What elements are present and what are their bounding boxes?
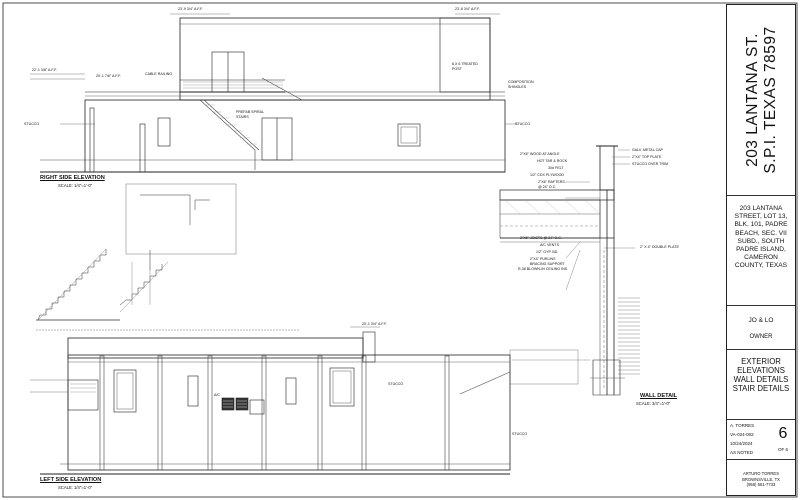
title-block: 203 LANTANA ST. S.P.I. TEXAS 78597 203 L… <box>726 4 796 496</box>
stucco-over-trim-label: STUCCO OVER TRIM <box>632 162 669 166</box>
right-elevation-scale: SCALE: 1/4"=1'-0" <box>58 183 93 188</box>
wall-detail-drawing <box>499 145 640 396</box>
sheet-number: 6 <box>778 425 788 442</box>
wood-angle-label: 2"X6" WOOD AT ANGLE <box>520 152 560 156</box>
plywood-label: 1/2" CDX PLYWOOD <box>530 173 564 177</box>
project-address: 203 LANTANA ST. S.P.I. TEXAS 78597 <box>733 11 791 189</box>
firm-phone: (956) 561-7733 <box>746 482 776 488</box>
insulation-label: R-38 BLOWN-IN CEILING INS. <box>518 267 569 271</box>
stucco-label-1: STUCCO <box>24 122 40 126</box>
sheet-of: OF 6 <box>777 447 788 452</box>
purlins-label: 2"X4" PURLINS BRACING SUPPORT <box>530 257 565 266</box>
stucco-label-2: STUCCO <box>515 122 531 126</box>
ac-label: A/C <box>214 393 220 397</box>
legal-description: 203 LANTANA STREET, LOT 13, BLK. 101, PA… <box>734 205 788 270</box>
left-elevation-title: LEFT SIDE ELEVATION <box>40 477 102 483</box>
wall-detail-title: WALL DETAIL <box>640 393 678 399</box>
right-elevation-title: RIGHT SIDE ELEVATION <box>40 175 105 181</box>
rafters-label: 2"X6" RAFTERS @ 24" O.C. <box>538 180 565 189</box>
ac-vents-label: A/C VENTS <box>540 243 559 247</box>
drawn-by: A. TORRES <box>730 423 755 428</box>
left-elevation-scale: SCALE: 1/4"=1'-0" <box>58 485 93 490</box>
firm-city: BROWNSVILLE, TX <box>742 476 780 482</box>
address-line-1: 203 LANTANA ST. <box>744 33 761 167</box>
address-line-2: S.P.I. TEXAS 78597 <box>762 26 779 174</box>
issue-date: 10/24/2024 <box>730 441 753 446</box>
composition-shingles-label: COMPOSITION SHINGLES <box>508 80 534 89</box>
owner-label: OWNER <box>749 334 773 340</box>
hot-tar-label: HOT TAR & ROCK <box>537 159 568 163</box>
firm-name: ARTURO TORRES <box>742 471 780 476</box>
treated-post-label: 6 X 6 TREATED POST <box>452 62 478 71</box>
drawing-scale: AS NOTED <box>730 450 754 455</box>
dim-low-right: 20'-1 3/4" A.F.F. <box>362 322 387 326</box>
left-elevation-drawing <box>30 326 511 475</box>
top-plate-label: 2"X4" TOP PLATE <box>632 155 662 159</box>
owner-block: JO & LO OWNER <box>729 317 793 340</box>
owner-name: JO & LO <box>748 317 774 324</box>
joists-label: 2"X6" JOISTS @ 24" O.C. <box>520 236 562 240</box>
cable-railing-label: CABLE RAILING <box>145 72 173 76</box>
right-elevation-drawing <box>30 13 518 173</box>
wall-detail-scale: SCALE: 3/4"=1'-0" <box>636 401 671 406</box>
stair-details-drawing <box>36 183 300 331</box>
dim-top-left: 23'-9 3/4" A.F.F. <box>178 7 203 11</box>
galv-cap-label: GALV. METAL CAP <box>632 148 663 152</box>
prefab-spiral-label: PREFAB SPIRAL STAIRS <box>236 110 264 119</box>
double-plate-label: 2" X 4" DOUBLE PLATE <box>640 245 679 249</box>
gyp-label: 1/2" GYP. BD. <box>536 250 559 254</box>
dim-mid-left2: 20'-1 7/8" A.F.F. <box>96 74 121 78</box>
stucco-label-3: STUCCO <box>388 382 404 386</box>
stucco-label-4: STUCCO <box>512 432 528 436</box>
felt-label: 30# FELT <box>548 166 564 170</box>
job-number: VA-024-002 <box>730 432 754 437</box>
sheet-title: EXTERIOR ELEVATIONS WALL DETAILS STAIR D… <box>732 357 790 393</box>
firm-block: ARTURO TORRES BROWNSVILLE, TX (956) 561-… <box>729 471 793 488</box>
dim-mid-left: 22'-1 3/8" A.F.F. <box>32 68 57 72</box>
dim-top-right: 23'-8 3/4" A.F.F. <box>455 7 480 11</box>
